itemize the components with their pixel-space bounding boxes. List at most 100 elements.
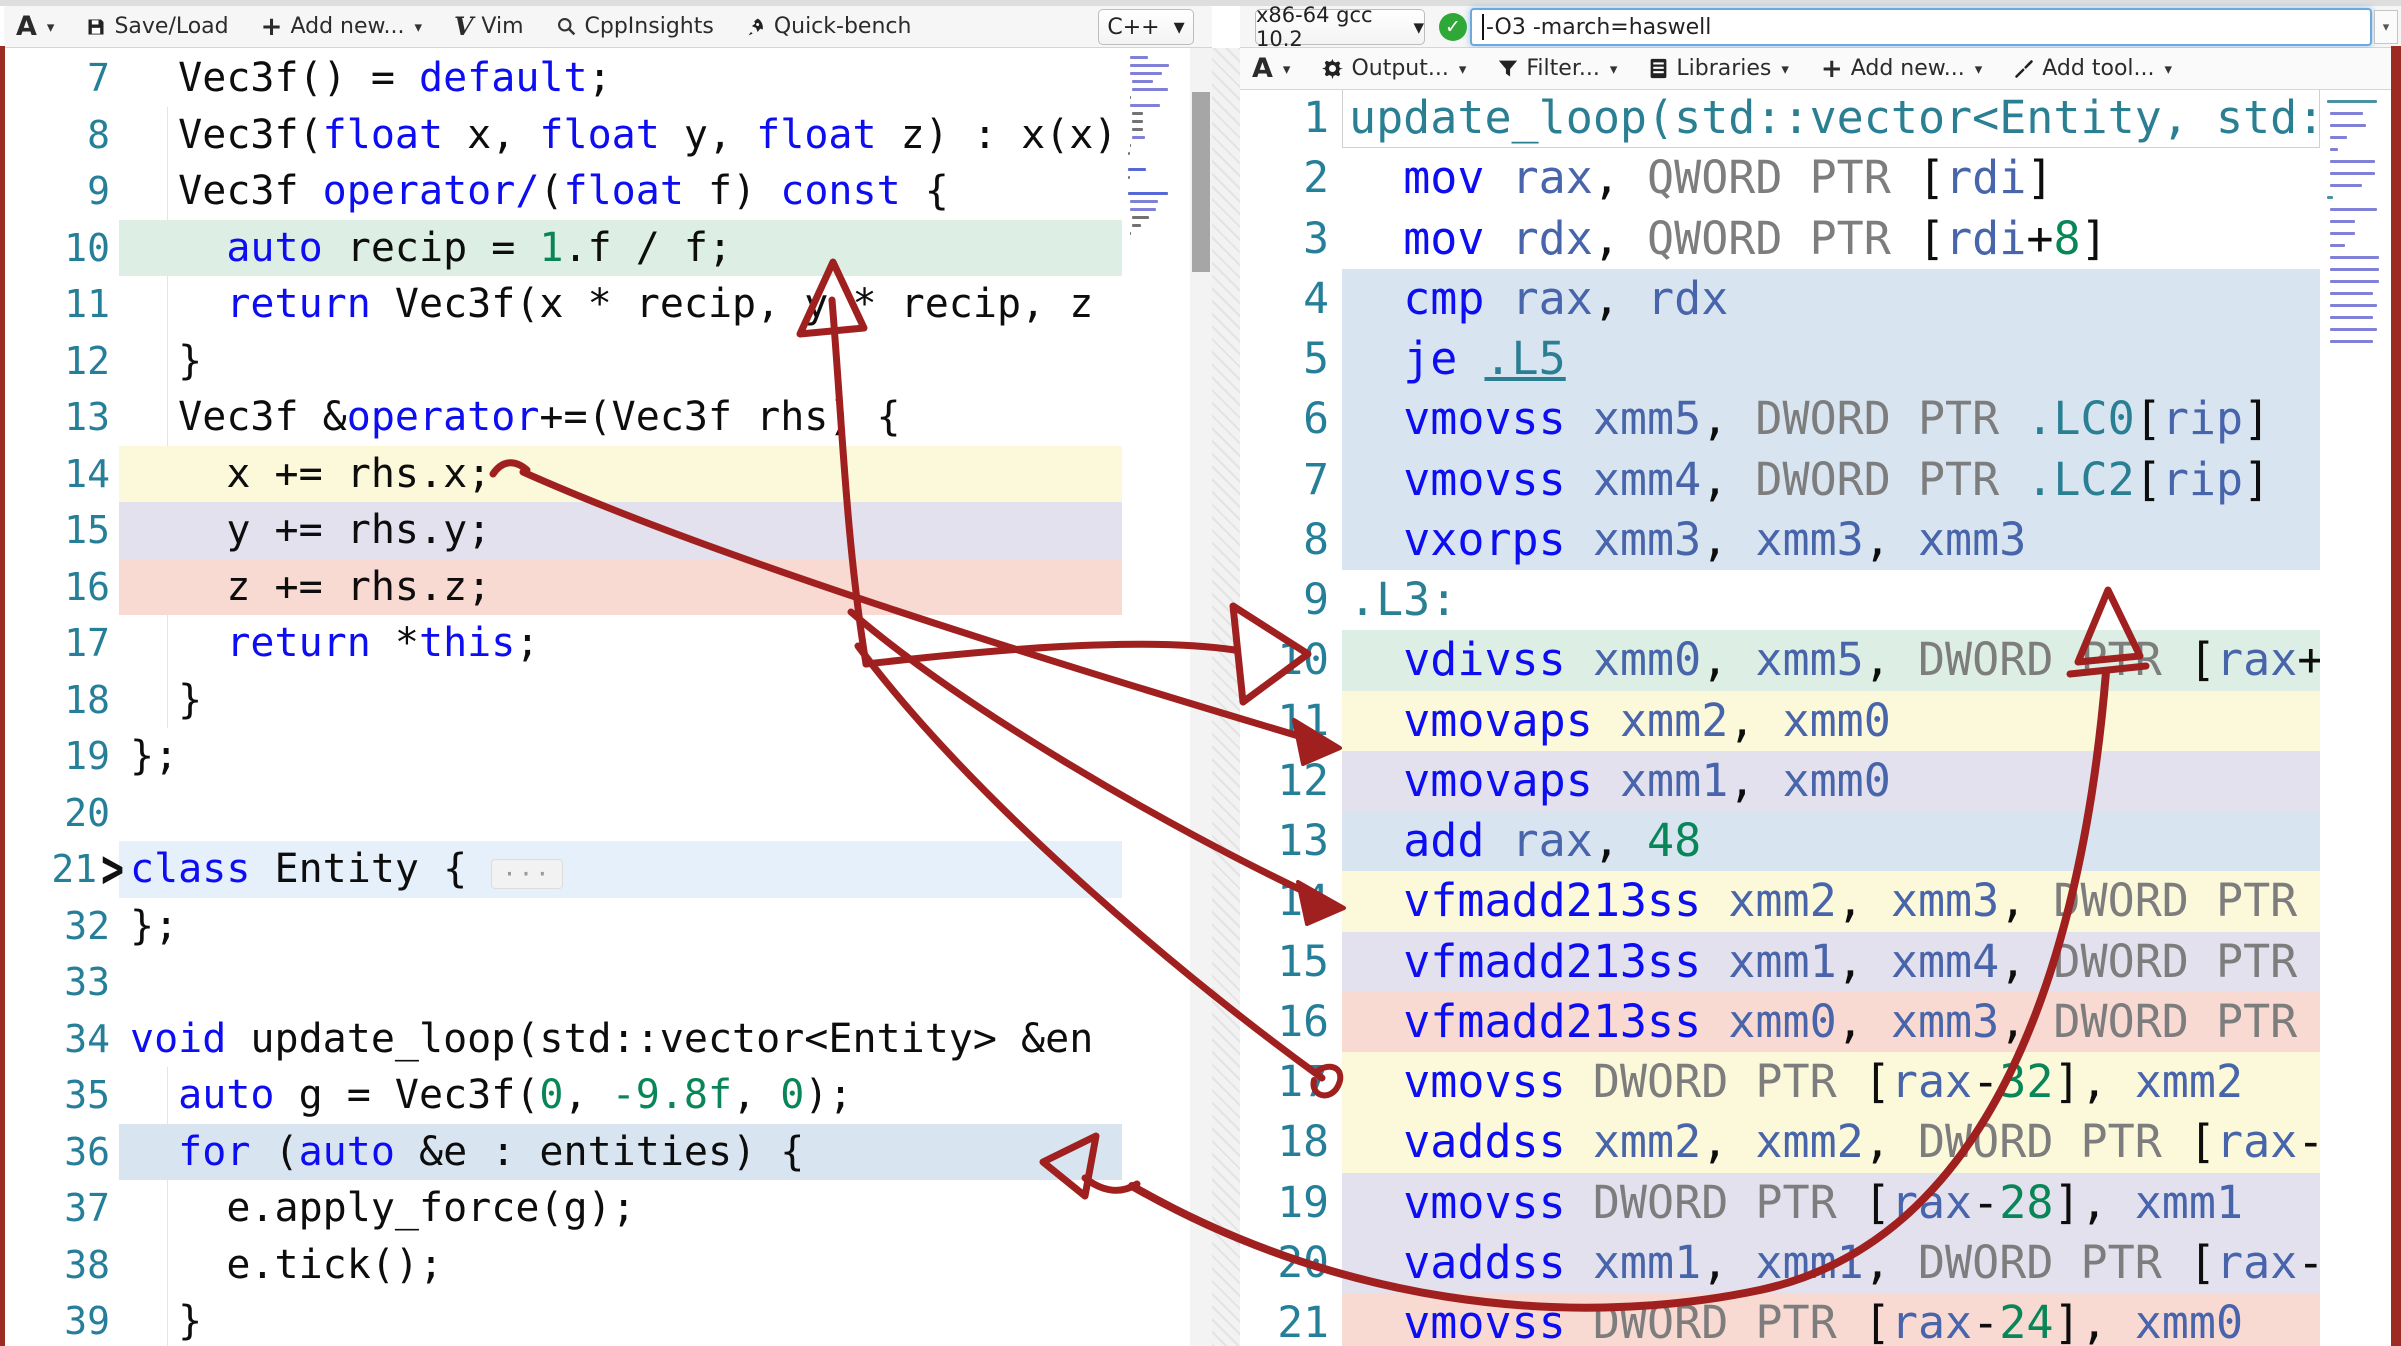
font-size-label: A [16,11,37,42]
source-line-35[interactable]: 35 auto g = Vec3f(0, -9.8f, 0); [4,1067,1122,1124]
code-text: return Vec3f(x * recip, y * recip, z [119,276,1122,333]
source-line-20[interactable]: 20 [4,784,1122,841]
source-line-18[interactable]: 18 } [4,671,1122,728]
line-number: 5 [1240,329,1342,390]
code-text: je .L5 [1342,329,2320,390]
line-number: 34 [4,1010,119,1067]
asm-line-9[interactable]: 9.L3: [1240,570,2320,631]
vim-label: Vim [481,14,524,39]
source-line-32[interactable]: 32}; [4,897,1122,954]
line-number: 10 [4,219,119,276]
code-text: e.apply_force(g); [119,1180,1122,1237]
source-line-11[interactable]: 11 return Vec3f(x * recip, y * recip, z [4,276,1122,333]
language-select[interactable]: C++ ▾ [1098,9,1194,45]
asm-line-13[interactable]: 13 add rax, 48 [1240,811,2320,872]
compiler-select[interactable]: x86-64 gcc 10.2 ▾ [1255,3,1425,51]
source-line-14[interactable]: 14 x += rhs.x; [4,445,1122,502]
source-line-19[interactable]: 19}; [4,728,1122,785]
quickbench-button[interactable]: Quick-bench [746,14,911,39]
asm-line-19[interactable]: 19 vmovss DWORD PTR [rax-28], xmm1 [1240,1172,2320,1233]
source-toolbar: A ▾ Save/Load + Add new... ▾ V Vim CppIn… [4,6,1212,48]
code-text: class Entity { ··· [119,841,1122,898]
right-edge-strip [2391,46,2401,1346]
asm-line-15[interactable]: 15 vfmadd213ss xmm1, xmm4, DWORD PTR [ [1240,931,2320,992]
source-line-9[interactable]: 9 Vec3f operator/(float f) const { [4,163,1122,220]
add-tool-button[interactable]: Add tool... ▾ [2014,56,2172,81]
line-number: 7 [1240,449,1342,510]
asm-font-size-button[interactable]: A ▾ [1252,53,1290,84]
source-line-17[interactable]: 17 return *this; [4,615,1122,672]
source-line-10[interactable]: 10 auto recip = 1.f / f; [4,219,1122,276]
asm-add-new-button[interactable]: + Add new... ▾ [1821,54,1982,84]
asm-line-3[interactable]: 3 mov rdx, QWORD PTR [rdi+8] [1240,208,2320,269]
asm-line-11[interactable]: 11 vmovaps xmm2, xmm0 [1240,690,2320,751]
code-text: vfmadd213ss xmm0, xmm3, DWORD PTR [ [1342,991,2320,1052]
cppinsights-button[interactable]: CppInsights [556,14,714,39]
source-line-15[interactable]: 15 y += rhs.y; [4,502,1122,559]
asm-line-2[interactable]: 2 mov rax, QWORD PTR [rdi] [1240,148,2320,209]
line-number: 15 [4,502,119,559]
source-line-13[interactable]: 13 Vec3f &operator+=(Vec3f rhs) { [4,389,1122,446]
add-new-button[interactable]: + Add new... ▾ [261,12,422,42]
fold-caret-icon[interactable]: > [101,838,124,900]
line-number: 36 [4,1123,119,1180]
code-text: vmovss xmm5, DWORD PTR .LC0[rip] [1342,389,2320,450]
code-text: mov rax, QWORD PTR [rdi] [1403,151,2054,205]
font-size-button[interactable]: A ▾ [16,11,54,42]
asm-line-18[interactable]: 18 vaddss xmm2, xmm2, DWORD PTR [rax- [1240,1112,2320,1173]
source-editor[interactable]: 7 Vec3f() = default;8 Vec3f(float x, flo… [4,48,1122,1346]
output-button[interactable]: Output... ▾ [1322,56,1466,81]
chevron-down-icon: ▾ [1458,59,1467,78]
asm-line-16[interactable]: 16 vfmadd213ss xmm0, xmm3, DWORD PTR [ [1240,991,2320,1052]
asm-line-12[interactable]: 12 vmovaps xmm1, xmm0 [1240,750,2320,811]
code-text: vfmadd213ss xmm1, xmm4, DWORD PTR [ [1342,931,2320,992]
magnifier-icon [556,16,577,37]
asm-line-10[interactable]: 10 vdivss xmm0, xmm5, DWORD PTR [rax+ [1240,630,2320,691]
code-text: mov rdx, QWORD PTR [rdi+8] [1403,211,2108,265]
asm-line-17[interactable]: 17 vmovss DWORD PTR [rax-32], xmm2 [1240,1052,2320,1113]
vim-toggle-button[interactable]: V Vim [454,12,524,41]
chevron-down-icon: ▾ [1781,59,1789,78]
source-line-37[interactable]: 37 e.apply_force(g); [4,1180,1122,1237]
source-line-8[interactable]: 8 Vec3f(float x, float y, float z) : x(x… [4,106,1122,163]
asm-line-20[interactable]: 20 vaddss xmm1, xmm1, DWORD PTR [rax- [1240,1232,2320,1293]
asm-line-21[interactable]: 21 vmovss DWORD PTR [rax-24], xmm0 [1240,1293,2320,1346]
source-line-16[interactable]: 16 z += rhs.z; [4,558,1122,615]
code-text: x += rhs.x; [119,445,1122,502]
source-line-36[interactable]: 36 for (auto &e : entities) { [4,1123,1122,1180]
asm-line-6[interactable]: 6 vmovss xmm5, DWORD PTR .LC0[rip] [1240,389,2320,450]
asm-minimap[interactable] [2320,90,2391,1346]
pane-splitter[interactable] [1212,48,1240,1346]
compile-ok-icon: ✓ [1439,12,1467,41]
code-text: cmp rax, rdx [1342,268,2320,329]
source-scrollbar[interactable] [1190,48,1212,1346]
libraries-button[interactable]: Libraries ▾ [1649,56,1789,81]
asm-line-14[interactable]: 14 vfmadd213ss xmm2, xmm3, DWORD PTR [ [1240,871,2320,932]
line-number: 6 [1240,389,1342,450]
asm-line-8[interactable]: 8 vxorps xmm3, xmm3, xmm3 [1240,509,2320,570]
source-minimap[interactable] [1122,48,1190,1346]
filter-button[interactable]: Filter... ▾ [1498,56,1617,81]
source-line-7[interactable]: 7 Vec3f() = default; [4,50,1122,107]
chevron-down-icon: ▾ [1173,14,1185,40]
asm-line-5[interactable]: 5 je .L5 [1240,329,2320,390]
source-line-12[interactable]: 12 } [4,332,1122,389]
compiler-options-input[interactable]: -O3 -march=haswell [1470,8,2372,46]
line-number: 12 [1240,750,1342,811]
save-load-button[interactable]: Save/Load [86,14,229,39]
source-line-21[interactable]: 21>class Entity { ··· [4,838,1122,900]
plus-icon: + [1820,53,1843,84]
line-number: 16 [4,558,119,615]
line-number: 9 [1240,570,1342,631]
source-line-39[interactable]: 39 } [4,1293,1122,1346]
asm-line-7[interactable]: 7 vmovss xmm4, DWORD PTR .LC2[rip] [1240,449,2320,510]
options-history-dropdown[interactable]: ▾ [2374,10,2398,44]
code-text: y += rhs.y; [119,502,1122,559]
asm-line-4[interactable]: 4 cmp rax, rdx [1240,268,2320,329]
source-line-38[interactable]: 38 e.tick(); [4,1236,1122,1293]
line-number: 35 [4,1067,119,1124]
source-line-33[interactable]: 33 [4,954,1122,1011]
